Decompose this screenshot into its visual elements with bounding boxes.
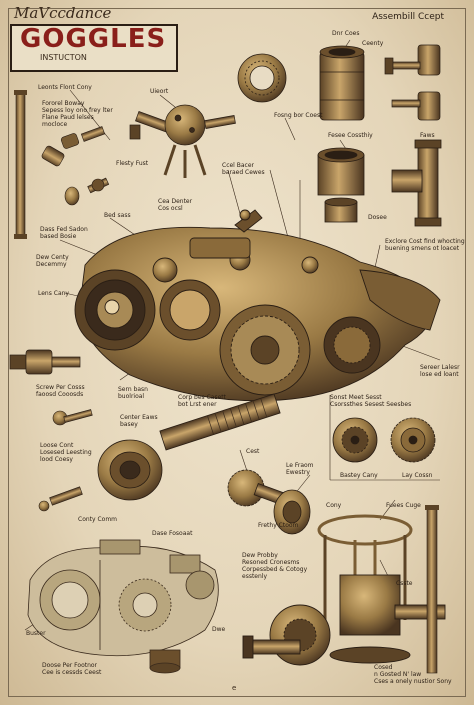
bolt-left-middle: [9, 349, 81, 375]
label-loose-cont: Loose Cont Losesed Leesting lood Coesy: [40, 442, 92, 463]
label-sonst-meet: Sonst Meet Sesst Csorssthes Sesest Seesb…: [330, 394, 412, 408]
gear-wheels-right: [332, 417, 436, 463]
label-fesee: Fesee Cossthiy: [328, 132, 373, 139]
label-dew-probby: Dew Probby Resoned Cronesms Corpessbed &…: [242, 552, 308, 580]
label-bed-sass: Bed sass: [104, 212, 131, 219]
label-cea-denter: Cea Denter Cos ocsl: [158, 198, 193, 212]
label-screw-gosa: Screw Per Cosss faoosd Cooosds: [36, 384, 85, 398]
label-sereer: Sereer Lalesr lose ed loant: [420, 364, 460, 378]
label-flesty: Flesty Fust: [116, 160, 149, 167]
goggle-assembly: [74, 209, 441, 402]
label-dase-fosoaat: Dase Fosoaat: [152, 530, 193, 537]
t-pipe: [391, 139, 442, 227]
tripod-machine: [242, 514, 446, 666]
label-leonts: Leonts Flont Cony: [38, 84, 92, 91]
label-ceenty: Ceenty: [362, 40, 384, 47]
page-title: GOGGLES: [20, 24, 167, 54]
page-subtitle: INSTUCTON: [40, 53, 87, 62]
label-cony: Cony: [326, 502, 342, 509]
label-ccel-bacer: Ccel Bacer baraed Cewes: [222, 162, 265, 176]
label-conty-comm: Conty Comm: [78, 516, 118, 523]
label-fuees-cuge: Fuees Cuge: [386, 502, 421, 509]
brand-script: MaVccdance: [14, 4, 112, 22]
label-dew-centy: Dew Centy Decemmy: [36, 254, 69, 268]
label-cest: Cest: [246, 448, 260, 455]
bolts-top-left: [41, 126, 110, 206]
cup-coupling: [317, 147, 365, 223]
label-exclore: Exclore Cost find whocting buening smens…: [385, 238, 465, 252]
label-lay-cossn: Lay Cossn: [402, 472, 433, 479]
ball-joint: [129, 104, 236, 178]
title-box: [10, 24, 178, 72]
pipe-coupler-top: [319, 45, 365, 121]
label-gosed: Cosed n Gosted N' law Cses a onely nusti…: [374, 664, 452, 685]
label-lens-cany: Lens Cany: [38, 290, 69, 297]
label-dwe: Dwe: [212, 626, 226, 633]
label-frethy-coom: Frethy Ctoom: [258, 522, 299, 529]
label-faws: Faws: [420, 132, 435, 139]
label-le-fraom: Le Fraom Ewestry: [286, 462, 314, 476]
label-uieort: Uieort: [150, 88, 169, 95]
screw-shaft: [97, 393, 281, 501]
label-fororel: Fororel Boway Sepess loy ono frey lter F…: [42, 100, 113, 128]
label-dass-fed: Dass Fed Sadon based Bosie: [40, 226, 88, 240]
label-dnr-coes: Dnr Coes: [332, 30, 360, 37]
knob-assembly: [227, 469, 311, 535]
sketch-goggle: [27, 539, 219, 674]
label-buster: Buster: [26, 630, 46, 637]
sheet-frame: [8, 8, 466, 697]
rod-left: [14, 90, 27, 239]
label-fosng: Fosng bor Coest: [274, 112, 323, 119]
label-corp-bes: Corp bes Casett bot Lrst ener: [178, 394, 226, 408]
screws-left: [38, 409, 93, 512]
label-bastey-cany: Bastey Cany: [340, 472, 378, 479]
label-sern-basn: Sern basn buolrioal: [118, 386, 148, 400]
rod-right: [425, 505, 439, 674]
label-center-eaws: Center Eaws basey: [120, 414, 158, 428]
corner-label: Assembill Ccept: [372, 12, 444, 22]
valve-pieces-right: [384, 44, 441, 121]
page-mark: e: [232, 684, 237, 692]
label-csste: Csste: [396, 580, 413, 587]
label-doose-per: Doose Per Footnor Cee is cessds Ceest: [42, 662, 102, 676]
gear-ring-top: [237, 53, 287, 103]
label-dosee: Dosee: [368, 214, 387, 221]
